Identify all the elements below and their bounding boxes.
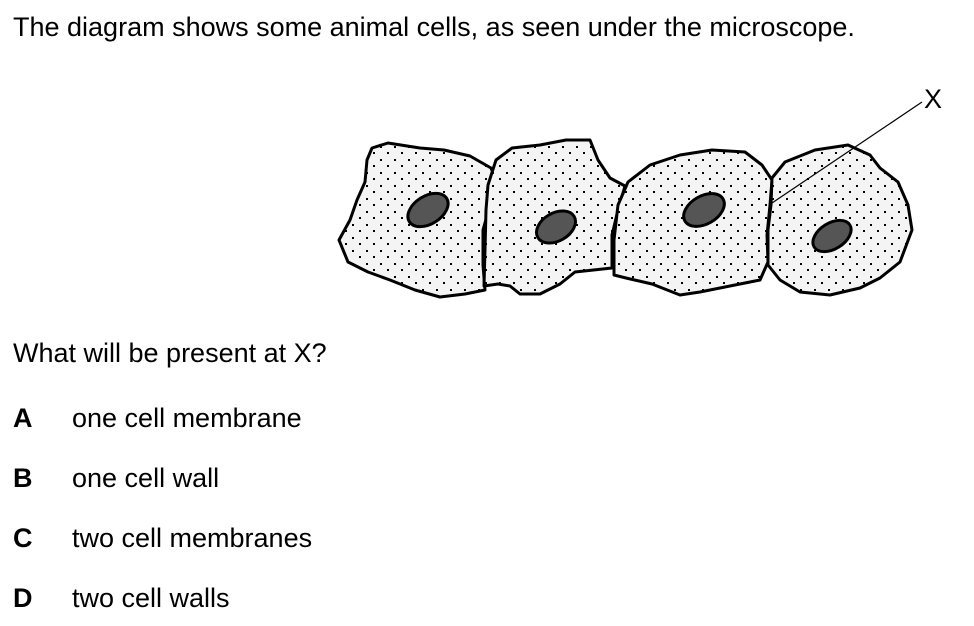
option-letter: D bbox=[13, 583, 33, 613]
x-label: X bbox=[924, 84, 942, 114]
cell-3 bbox=[612, 148, 774, 297]
cell-3-nucleus bbox=[682, 192, 726, 228]
question-text: What will be present at X? bbox=[13, 338, 327, 368]
option-text: one cell wall bbox=[72, 463, 220, 493]
cell-1-nucleus bbox=[406, 191, 450, 229]
cell-4 bbox=[766, 143, 914, 297]
option-letter: B bbox=[13, 463, 33, 493]
cell-4-nucleus bbox=[811, 218, 853, 254]
intro-text: The diagram shows some animal cells, as … bbox=[13, 12, 855, 42]
option-letter: A bbox=[13, 403, 33, 433]
option-letter: C bbox=[13, 523, 33, 553]
cell-2 bbox=[482, 138, 627, 296]
x-label-line bbox=[771, 101, 923, 204]
option-text: one cell membrane bbox=[72, 403, 302, 433]
cell-2-nucleus bbox=[535, 209, 577, 245]
option-text: two cell membranes bbox=[72, 523, 313, 553]
cell-1 bbox=[337, 141, 498, 299]
option-text: two cell walls bbox=[72, 583, 230, 613]
